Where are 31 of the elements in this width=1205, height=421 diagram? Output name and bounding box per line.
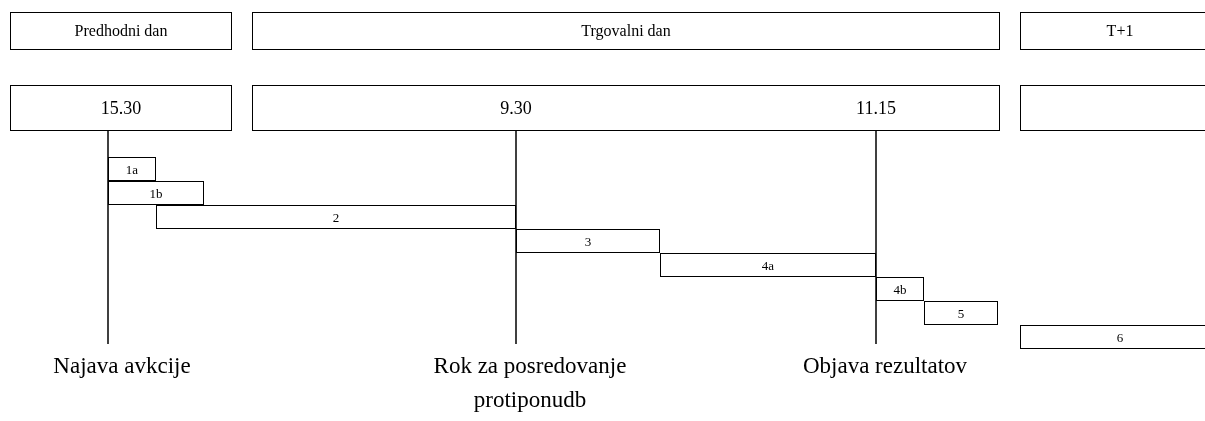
step-box bbox=[1020, 325, 1205, 349]
step-box bbox=[108, 181, 204, 205]
step-label: 5 bbox=[957, 306, 965, 320]
step-label: 4b bbox=[893, 282, 907, 296]
step-box bbox=[156, 205, 516, 229]
milestone-label: Najava avkcije bbox=[52, 352, 192, 380]
period-label: Predhodni dan bbox=[74, 23, 168, 39]
time-box bbox=[10, 85, 232, 131]
step-box bbox=[924, 301, 998, 325]
step-label: 3 bbox=[584, 234, 592, 248]
time-box bbox=[252, 85, 1000, 131]
step-box bbox=[108, 157, 156, 181]
period-label: T+1 bbox=[1106, 23, 1134, 39]
milestone-label: Objava rezultatov bbox=[801, 352, 969, 380]
step-label: 2 bbox=[332, 210, 340, 224]
step-box bbox=[660, 253, 876, 277]
time-label: 9.30 bbox=[500, 99, 532, 117]
step-label: 4a bbox=[761, 258, 775, 272]
time-label: 11.15 bbox=[856, 99, 896, 117]
step-label: 6 bbox=[1116, 330, 1124, 344]
step-box bbox=[516, 229, 660, 253]
step-box bbox=[876, 277, 924, 301]
time-label: 15.30 bbox=[100, 99, 142, 117]
time-box bbox=[1020, 85, 1205, 131]
period-header-box bbox=[1020, 12, 1205, 50]
period-label: Trgovalni dan bbox=[581, 23, 671, 39]
milestone-label: Rok za posredovanje protiponudb bbox=[432, 352, 628, 414]
step-label: 1b bbox=[149, 186, 163, 200]
period-header-box bbox=[10, 12, 232, 50]
step-label: 1a bbox=[125, 162, 139, 176]
period-header-box bbox=[252, 12, 1000, 50]
